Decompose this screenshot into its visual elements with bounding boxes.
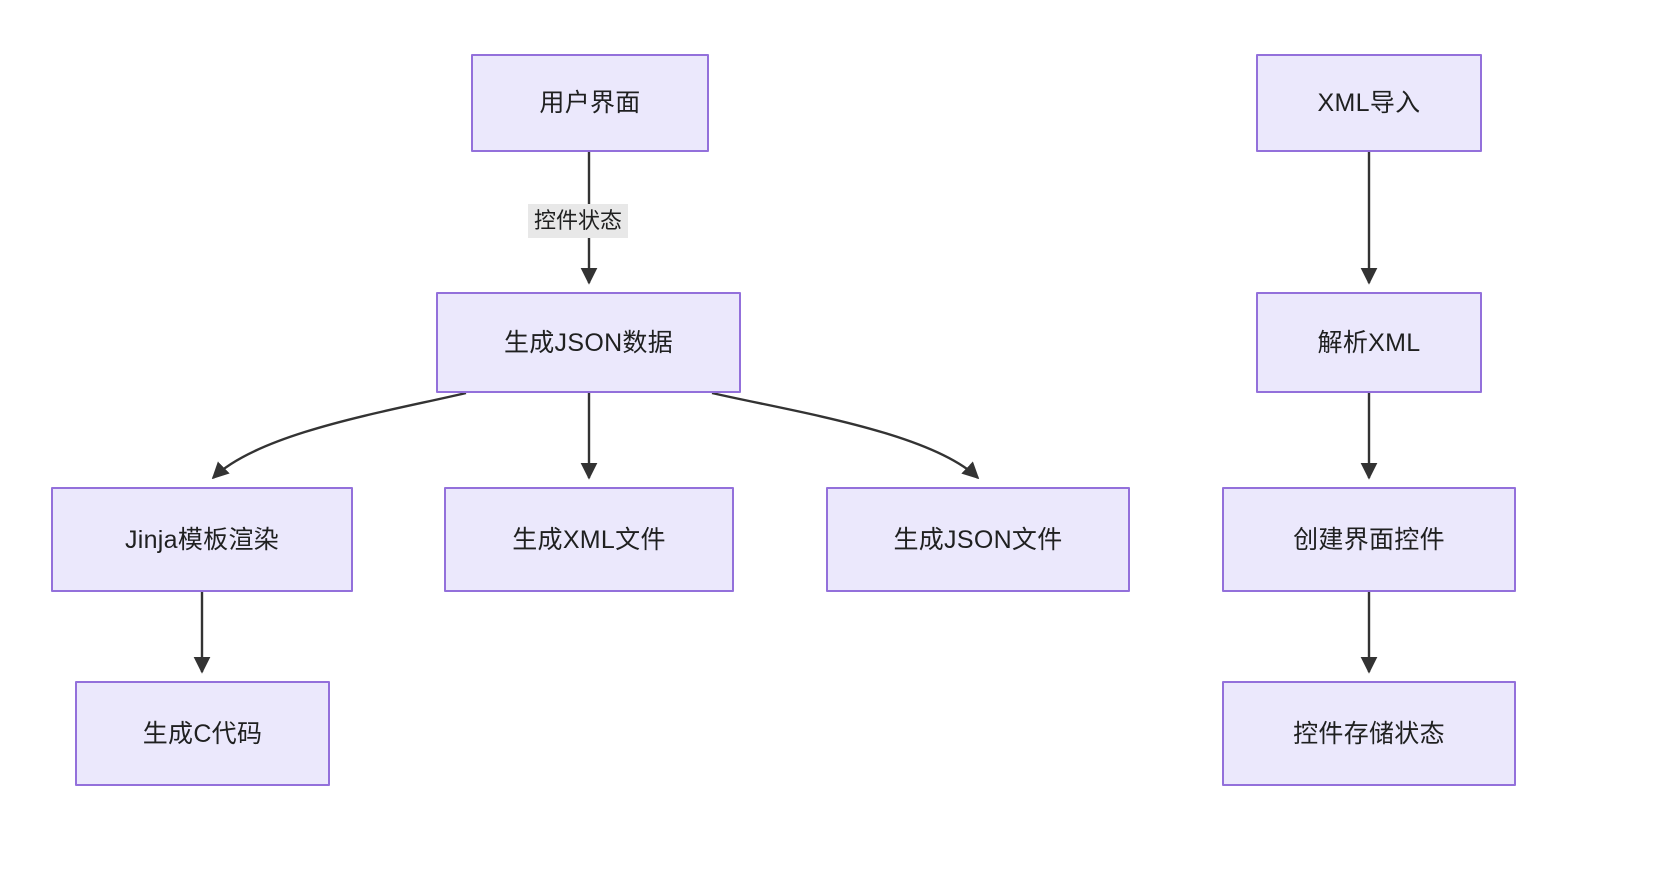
edge-label-text: 控件状态 <box>534 208 623 233</box>
node-label: 用户界面 <box>539 89 641 117</box>
edge-gen-json-to-jinja <box>211 391 467 480</box>
node-label: 生成C代码 <box>142 719 263 748</box>
node-control-storage-state[interactable]: 控件存储状态 <box>1222 681 1516 786</box>
node-generate-json-data[interactable]: 生成JSON数据 <box>436 292 741 393</box>
node-label: 生成JSON文件 <box>893 525 1063 554</box>
node-xml-import[interactable]: XML导入 <box>1256 54 1482 152</box>
node-label: 生成JSON数据 <box>503 328 674 357</box>
node-label: 创建界面控件 <box>1293 525 1445 554</box>
node-label: XML导入 <box>1317 89 1421 117</box>
node-generate-xml-file[interactable]: 生成XML文件 <box>444 487 734 592</box>
node-label: 控件存储状态 <box>1293 719 1445 748</box>
edge-label-control-state: 控件状态 <box>528 204 629 238</box>
node-label: 生成XML文件 <box>512 525 666 554</box>
node-generate-json-file[interactable]: 生成JSON文件 <box>826 487 1130 592</box>
node-create-ui-controls[interactable]: 创建界面控件 <box>1222 487 1516 592</box>
node-jinja-template-render[interactable]: Jinja模板渲染 <box>51 487 353 592</box>
node-generate-c-code[interactable]: 生成C代码 <box>75 681 330 786</box>
edge-gen-json-to-gen-json-file <box>711 391 980 480</box>
node-parse-xml[interactable]: 解析XML <box>1256 292 1482 393</box>
node-user-interface[interactable]: 用户界面 <box>471 54 709 152</box>
node-label: Jinja模板渲染 <box>124 525 280 554</box>
node-label: 解析XML <box>1317 328 1421 357</box>
